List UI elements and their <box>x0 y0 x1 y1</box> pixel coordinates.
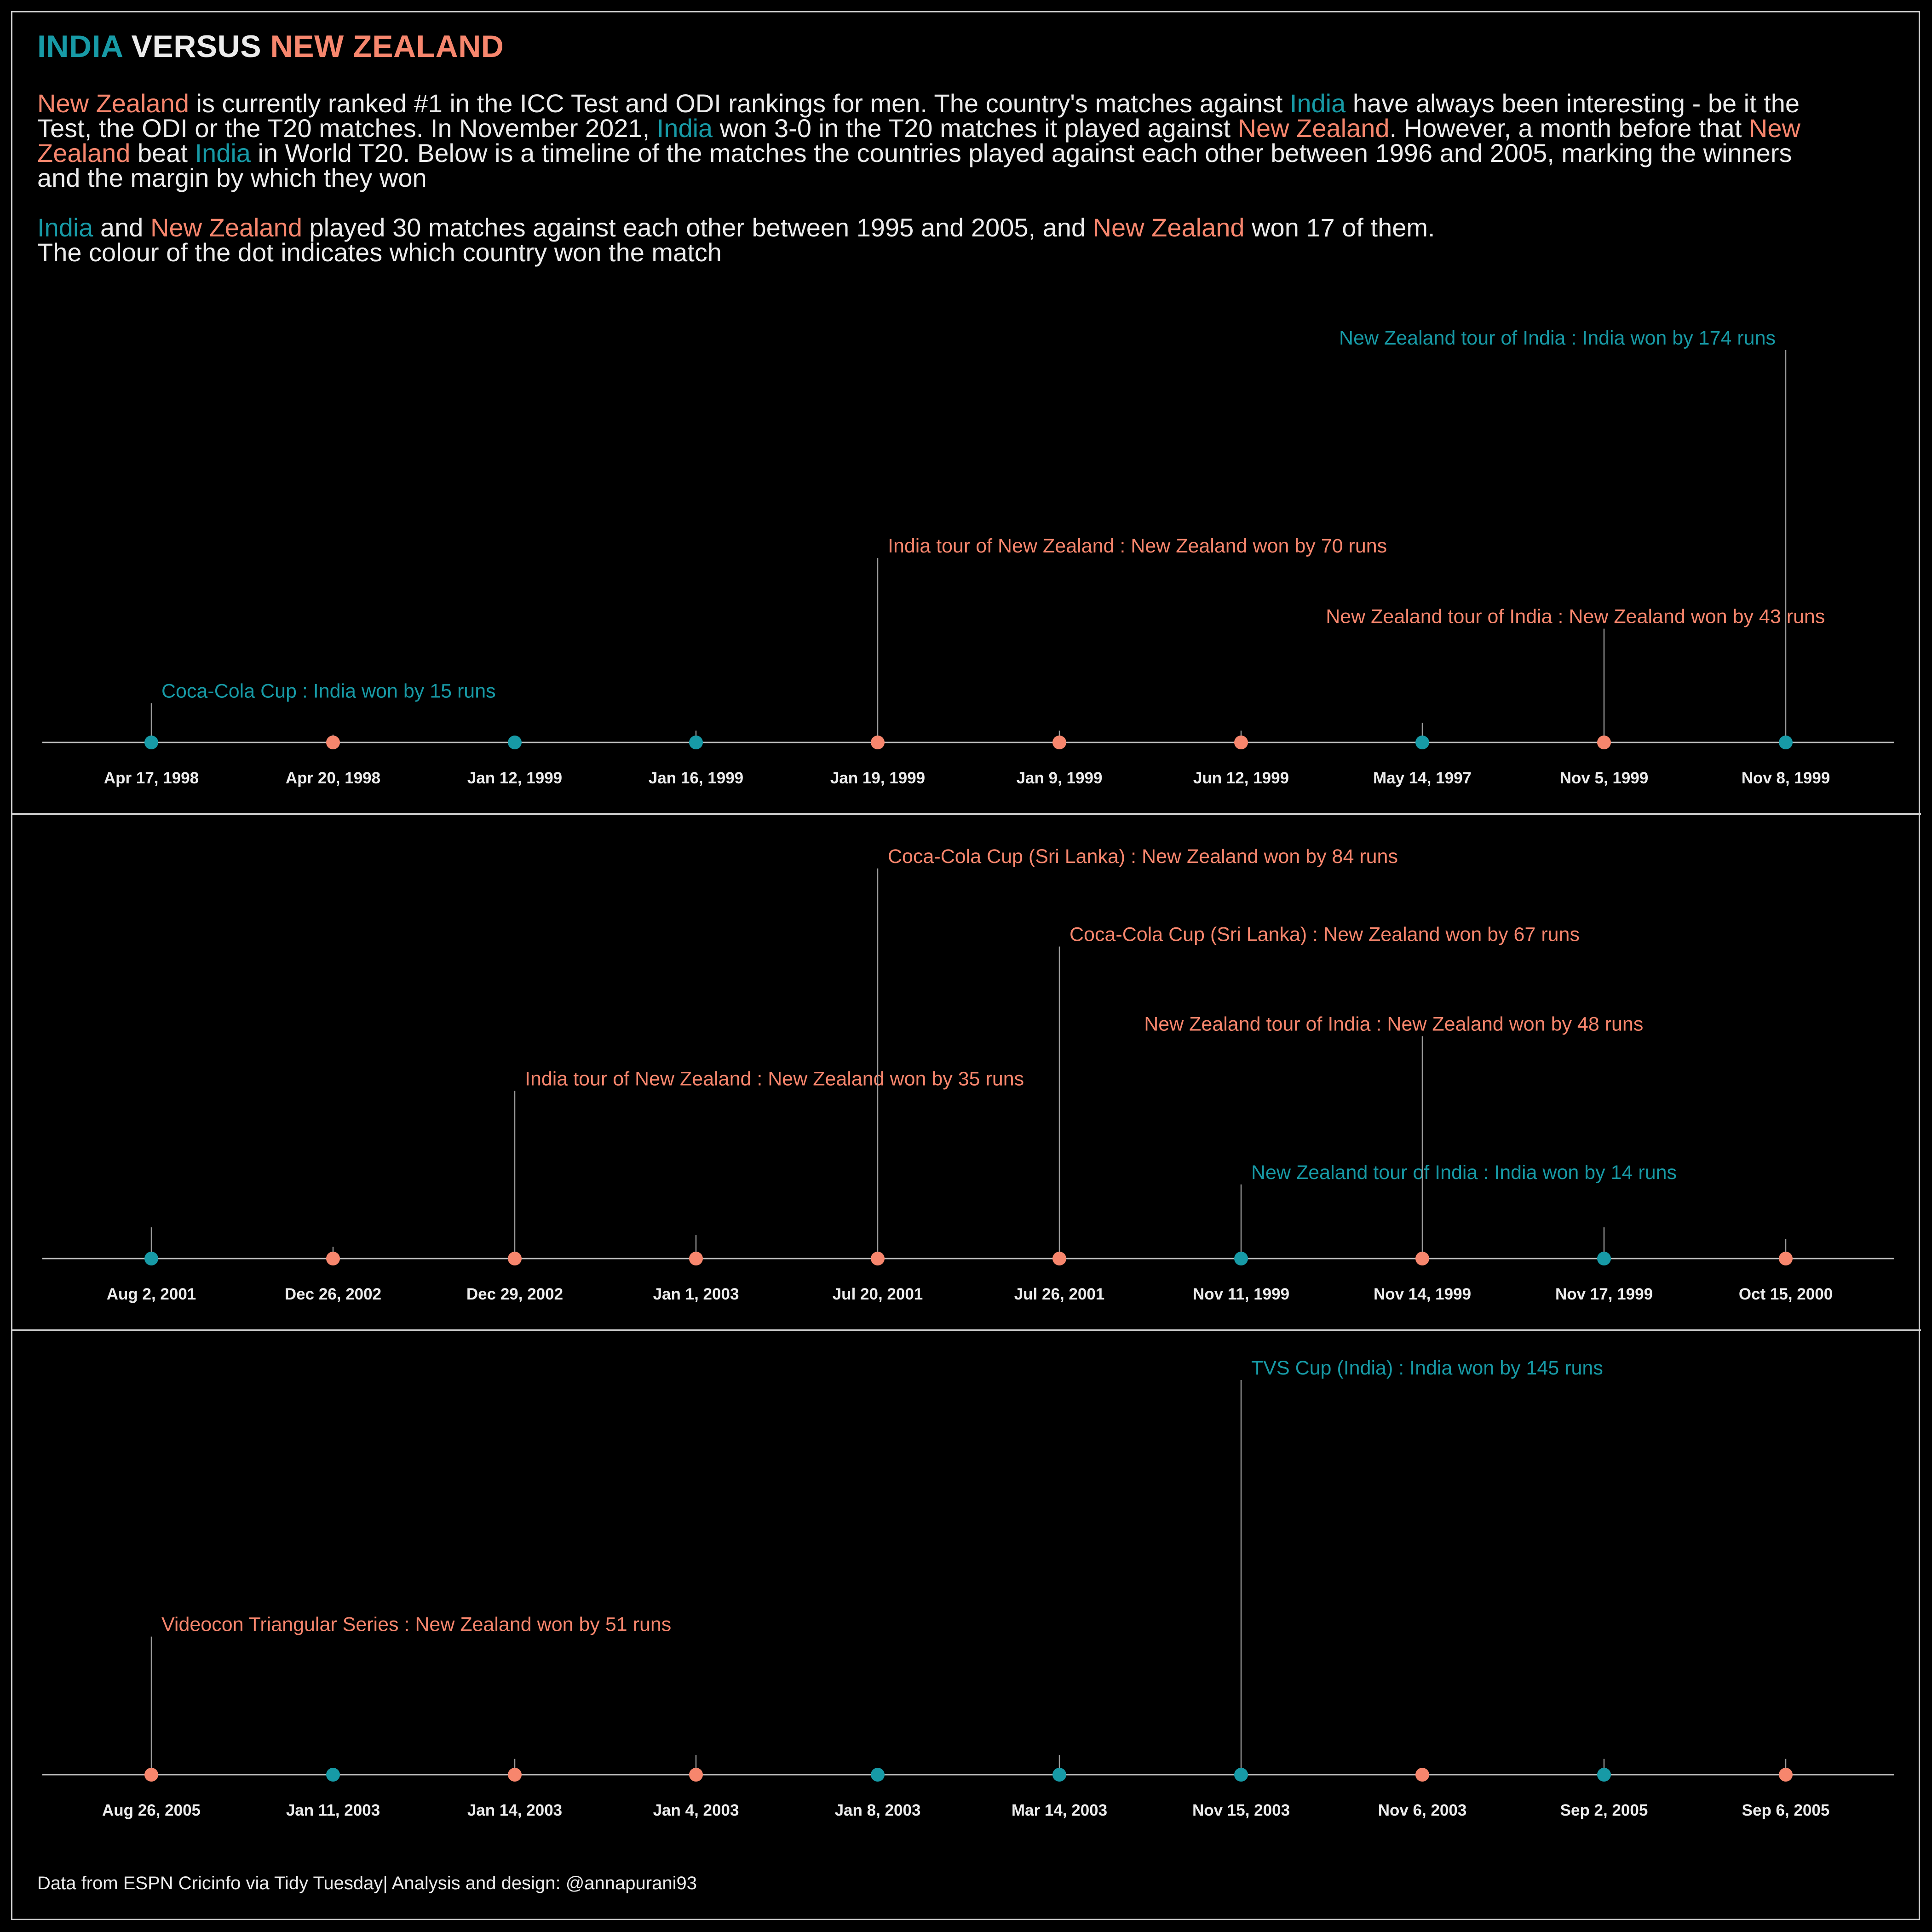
date-tick-label: Jan 19, 1999 <box>830 769 925 787</box>
match-annotation: India tour of New Zealand : New Zealand … <box>888 535 1387 557</box>
match-dot-new-zealand <box>144 1768 158 1782</box>
match-dot-new-zealand <box>1052 736 1066 749</box>
page-title: INDIA VERSUS NEW ZEALAND <box>37 29 504 64</box>
date-tick-label: Dec 26, 2002 <box>285 1285 381 1303</box>
match-dot-new-zealand <box>1597 736 1611 749</box>
match-annotation: New Zealand tour of India : India won by… <box>1251 1162 1677 1184</box>
summary-text: won 17 of them. <box>1244 213 1435 242</box>
date-tick-label: Nov 5, 1999 <box>1560 769 1649 787</box>
intro-new-zealand-highlight: New Zealand <box>37 89 189 118</box>
summary-text: and <box>93 213 150 242</box>
match-dot-new-zealand <box>1779 1252 1793 1265</box>
date-tick-label: Jun 12, 1999 <box>1193 769 1289 787</box>
match-dot-new-zealand <box>508 1252 522 1265</box>
intro-paragraph: New Zealand is currently ranked #1 in th… <box>37 89 1831 192</box>
match-dot-new-zealand <box>689 1252 703 1265</box>
match-dot-new-zealand <box>508 1768 522 1782</box>
match-dot-new-zealand <box>1415 1768 1429 1782</box>
intro-india-highlight: India <box>656 114 713 143</box>
summary-new-zealand-highlight: New Zealand <box>150 213 302 242</box>
match-dot-india <box>144 1252 158 1265</box>
match-dot-new-zealand <box>1415 1252 1429 1265</box>
match-dot-new-zealand <box>871 736 885 749</box>
match-dot-india <box>1597 1768 1611 1782</box>
summary-new-zealand-highlight: New Zealand <box>1092 213 1245 242</box>
match-annotation: New Zealand tour of India : New Zealand … <box>1144 1013 1643 1035</box>
intro-india-highlight: India <box>195 138 251 167</box>
date-tick-label: May 14, 1997 <box>1373 769 1472 787</box>
match-dot-india <box>1597 1252 1611 1265</box>
match-dot-india <box>144 736 158 749</box>
date-tick-label: Jan 14, 2003 <box>467 1801 562 1819</box>
match-dot-new-zealand <box>1234 736 1248 749</box>
summary-india-highlight: India <box>37 213 93 242</box>
match-dot-india <box>508 736 522 749</box>
date-tick-label: Jan 12, 1999 <box>467 769 562 787</box>
date-tick-label: Apr 17, 1998 <box>104 769 199 787</box>
date-tick-label: Jul 26, 2001 <box>1014 1285 1105 1303</box>
match-dot-new-zealand <box>1052 1252 1066 1265</box>
date-tick-label: Sep 6, 2005 <box>1742 1801 1830 1819</box>
intro-text: in World T20. Below is a timeline of the… <box>37 138 1792 192</box>
date-tick-label: Nov 11, 1999 <box>1193 1285 1289 1303</box>
match-dot-india <box>1052 1768 1066 1782</box>
match-dot-new-zealand <box>689 1768 703 1782</box>
date-tick-label: Jan 4, 2003 <box>653 1801 739 1819</box>
match-dot-new-zealand <box>326 736 340 749</box>
date-tick-label: Dec 29, 2002 <box>466 1285 563 1303</box>
title-india-highlight: INDIA <box>37 29 123 64</box>
match-dot-india <box>1234 1252 1248 1265</box>
match-annotation: Coca-Cola Cup : India won by 15 runs <box>161 680 496 702</box>
match-dot-india <box>871 1768 885 1782</box>
match-dot-india <box>1779 736 1793 749</box>
match-dot-india <box>1234 1768 1248 1782</box>
match-dot-india <box>326 1768 340 1782</box>
intro-text: . However, a month before that <box>1389 114 1749 143</box>
source-caption: Data from ESPN Cricinfo via Tidy Tuesday… <box>37 1873 697 1893</box>
intro-india-highlight: India <box>1289 89 1346 118</box>
intro-text: won 3-0 in the T20 matches it played aga… <box>713 114 1238 143</box>
date-tick-label: Mar 14, 2003 <box>1012 1801 1107 1819</box>
match-annotation: New Zealand tour of India : New Zealand … <box>1326 606 1825 628</box>
match-dot-new-zealand <box>1779 1768 1793 1782</box>
intro-new-zealand-highlight: New Zealand <box>1237 114 1390 143</box>
match-dot-india <box>689 736 703 749</box>
match-annotation: Videocon Triangular Series : New Zealand… <box>161 1614 671 1636</box>
match-annotation: New Zealand tour of India : India won by… <box>1339 327 1776 349</box>
date-tick-label: Nov 14, 1999 <box>1374 1285 1471 1303</box>
summary-paragraph: India and New Zealand played 30 matches … <box>37 215 1831 265</box>
match-annotation: TVS Cup (India) : India won by 145 runs <box>1251 1357 1603 1379</box>
title-new-zealand-highlight: NEW ZEALAND <box>270 29 504 64</box>
match-dot-india <box>1415 736 1429 749</box>
intro-text: is currently ranked #1 in the ICC Test a… <box>189 89 1290 118</box>
date-tick-label: Aug 2, 2001 <box>107 1285 196 1303</box>
intro-text: have always been interesting - be it the… <box>37 89 1800 143</box>
match-annotation: Coca-Cola Cup (Sri Lanka) : New Zealand … <box>1070 924 1580 946</box>
match-dot-new-zealand <box>871 1252 885 1265</box>
date-tick-label: Jan 11, 2003 <box>286 1801 380 1819</box>
summary-text: The colour of the dot indicates which co… <box>37 238 722 267</box>
date-tick-label: Nov 6, 2003 <box>1378 1801 1467 1819</box>
date-tick-label: Jul 20, 2001 <box>833 1285 923 1303</box>
date-tick-label: Aug 26, 2005 <box>102 1801 201 1819</box>
outer-frame <box>11 11 1920 1920</box>
match-annotation: India tour of New Zealand : New Zealand … <box>525 1068 1024 1090</box>
date-tick-label: Jan 8, 2003 <box>835 1801 921 1819</box>
date-tick-label: Oct 15, 2000 <box>1739 1285 1833 1303</box>
date-tick-label: Jan 1, 2003 <box>653 1285 739 1303</box>
date-tick-label: Jan 16, 1999 <box>649 769 743 787</box>
title-text: VERSUS <box>122 29 270 64</box>
date-tick-label: Apr 20, 1998 <box>286 769 380 787</box>
intro-text: beat <box>130 138 195 167</box>
date-tick-label: Nov 17, 1999 <box>1555 1285 1653 1303</box>
date-tick-label: Nov 15, 2003 <box>1192 1801 1290 1819</box>
date-tick-label: Jan 9, 1999 <box>1017 769 1103 787</box>
summary-text: played 30 matches against each other bet… <box>302 213 1093 242</box>
match-dot-new-zealand <box>326 1252 340 1265</box>
intro-new-zealand-highlight: New Zealand <box>37 114 1800 167</box>
date-tick-label: Nov 8, 1999 <box>1742 769 1830 787</box>
date-tick-label: Sep 2, 2005 <box>1560 1801 1648 1819</box>
match-annotation: Coca-Cola Cup (Sri Lanka) : New Zealand … <box>888 845 1398 868</box>
